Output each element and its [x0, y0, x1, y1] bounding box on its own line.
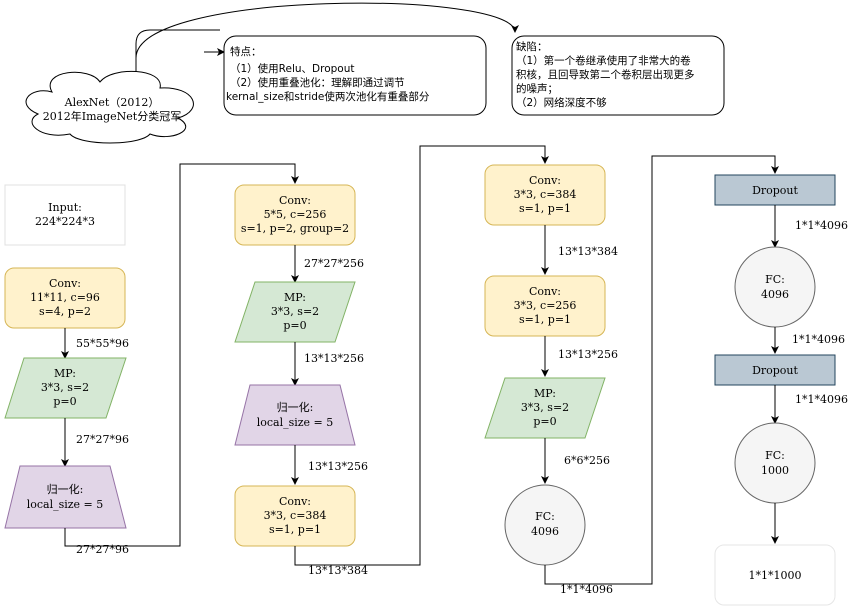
fc-4096-b-label: FC:	[765, 273, 785, 286]
conv3-kernel: 3*3, c=384	[264, 509, 327, 522]
norm1-size: local_size = 5	[27, 498, 104, 511]
norm2-label: 归一化:	[277, 400, 314, 414]
defects-line-4: （2）网络深度不够	[516, 96, 607, 109]
edge-label-6x6x256: 6*6*256	[564, 454, 610, 467]
fc-1000-size: 1000	[761, 464, 789, 477]
conv3-stride: s=1, p=1	[269, 523, 321, 536]
conv5-stride: s=1, p=1	[519, 313, 571, 326]
conv2-stride: s=1, p=2, group=2	[241, 222, 349, 235]
mp1-label: MP:	[54, 367, 76, 380]
mp3-kernel: 3*3, s=2	[521, 401, 569, 414]
fc-4096-a-label: FC:	[535, 510, 555, 523]
cloud-title: AlexNet（2012）	[64, 96, 160, 109]
mp2-node	[234, 281, 356, 343]
conv5-kernel: 3*3, c=256	[514, 299, 577, 312]
edge-label-1x1x4096-a: 1*1*4096	[560, 583, 613, 596]
edge-conv3-conv4	[294, 145, 549, 566]
conv4-stride: s=1, p=1	[519, 202, 571, 215]
mp3-label: MP:	[534, 387, 556, 400]
mp3-node	[484, 377, 606, 439]
mp1-kernel: 3*3, s=2	[41, 381, 89, 394]
edge-label-13x13x256-c: 13*13*256	[558, 348, 618, 361]
features-line-2: （2）使用重叠池化：理解即通过调节	[230, 76, 405, 89]
conv4-label: Conv:	[529, 174, 561, 187]
dropout2-node	[714, 354, 836, 386]
mp1-node	[4, 357, 127, 419]
edge-label-13x13x384-a: 13*13*384	[308, 564, 368, 577]
edge-norm1-conv2	[64, 163, 299, 547]
dropout1-label: Dropout	[752, 184, 798, 197]
input-node-label: Input:	[48, 201, 82, 214]
dropout1-node	[714, 174, 836, 206]
mp2-kernel: 3*3, s=2	[271, 305, 319, 318]
cloud-subtitle: 2012年ImageNet分类冠军	[43, 109, 181, 123]
dropout2-label: Dropout	[752, 364, 798, 377]
conv1-label: Conv:	[49, 277, 81, 290]
norm1-node	[4, 465, 127, 529]
defects-line-1: （1）第一个卷继承使用了非常大的卷	[516, 54, 691, 67]
edge-label-27x27x96-b: 27*27*96	[76, 543, 129, 556]
fc-4096-b-size: 4096	[761, 288, 789, 301]
mp2-padding: p=0	[283, 319, 306, 332]
features-line-1: （1）使用Relu、Dropout	[230, 62, 355, 75]
title-cloud	[25, 70, 194, 144]
edge-label-55x55x96: 55*55*96	[76, 337, 129, 350]
mp3-padding: p=0	[533, 415, 556, 428]
input-node	[4, 184, 126, 246]
conv2-label: Conv:	[279, 194, 311, 207]
conv3-label: Conv:	[279, 495, 311, 508]
edge-label-13x13x384-b: 13*13*384	[558, 245, 618, 258]
fc-4096-b-node	[734, 246, 816, 328]
edge-label-13x13x256-b: 13*13*256	[308, 460, 368, 473]
fc-1000-node	[734, 422, 816, 504]
output-node	[714, 544, 836, 606]
conv4-kernel: 3*3, c=384	[514, 188, 577, 201]
edge-label-1x1x4096-d: 1*1*4096	[795, 393, 848, 406]
edge-label-27x27x256: 27*27*256	[304, 257, 364, 270]
cloud-to-defects-arc	[135, 2, 519, 59]
fc-1000-label: FC:	[765, 449, 785, 462]
mp1-padding: p=0	[53, 395, 76, 408]
output-shape: 1*1*1000	[749, 569, 802, 582]
features-title: 特点：	[230, 46, 262, 58]
norm2-size: local_size = 5	[257, 416, 334, 429]
defects-line-3: 的噪声；	[516, 82, 558, 95]
features-line-3: kernal_size和stride使两次池化有重叠部分	[226, 90, 430, 103]
mp2-label: MP:	[284, 291, 306, 304]
edge-label-13x13x256-a: 13*13*256	[304, 352, 364, 365]
defects-line-2: 积核，且回导致第二个卷积层出现更多	[516, 68, 695, 81]
conv1-kernel: 11*11, c=96	[30, 291, 100, 304]
defects-box	[511, 35, 725, 116]
defects-title: 缺陷：	[516, 40, 548, 53]
conv2-kernel: 5*5, c=256	[264, 208, 327, 221]
edge-label-27x27x96-a: 27*27*96	[76, 433, 129, 446]
norm1-label: 归一化:	[47, 482, 84, 496]
input-node-shape: 224*224*3	[35, 215, 95, 228]
conv5-label: Conv:	[529, 285, 561, 298]
fc-4096-a-size: 4096	[531, 525, 559, 538]
edge-label-1x1x4096-b: 1*1*4096	[795, 219, 848, 232]
edge-fc1-dropout1	[544, 155, 779, 585]
features-box	[223, 35, 487, 116]
edge-label-1x1x4096-c: 1*1*4096	[792, 333, 845, 346]
norm2-node	[234, 384, 356, 446]
conv1-stride: s=4, p=2	[39, 305, 91, 318]
